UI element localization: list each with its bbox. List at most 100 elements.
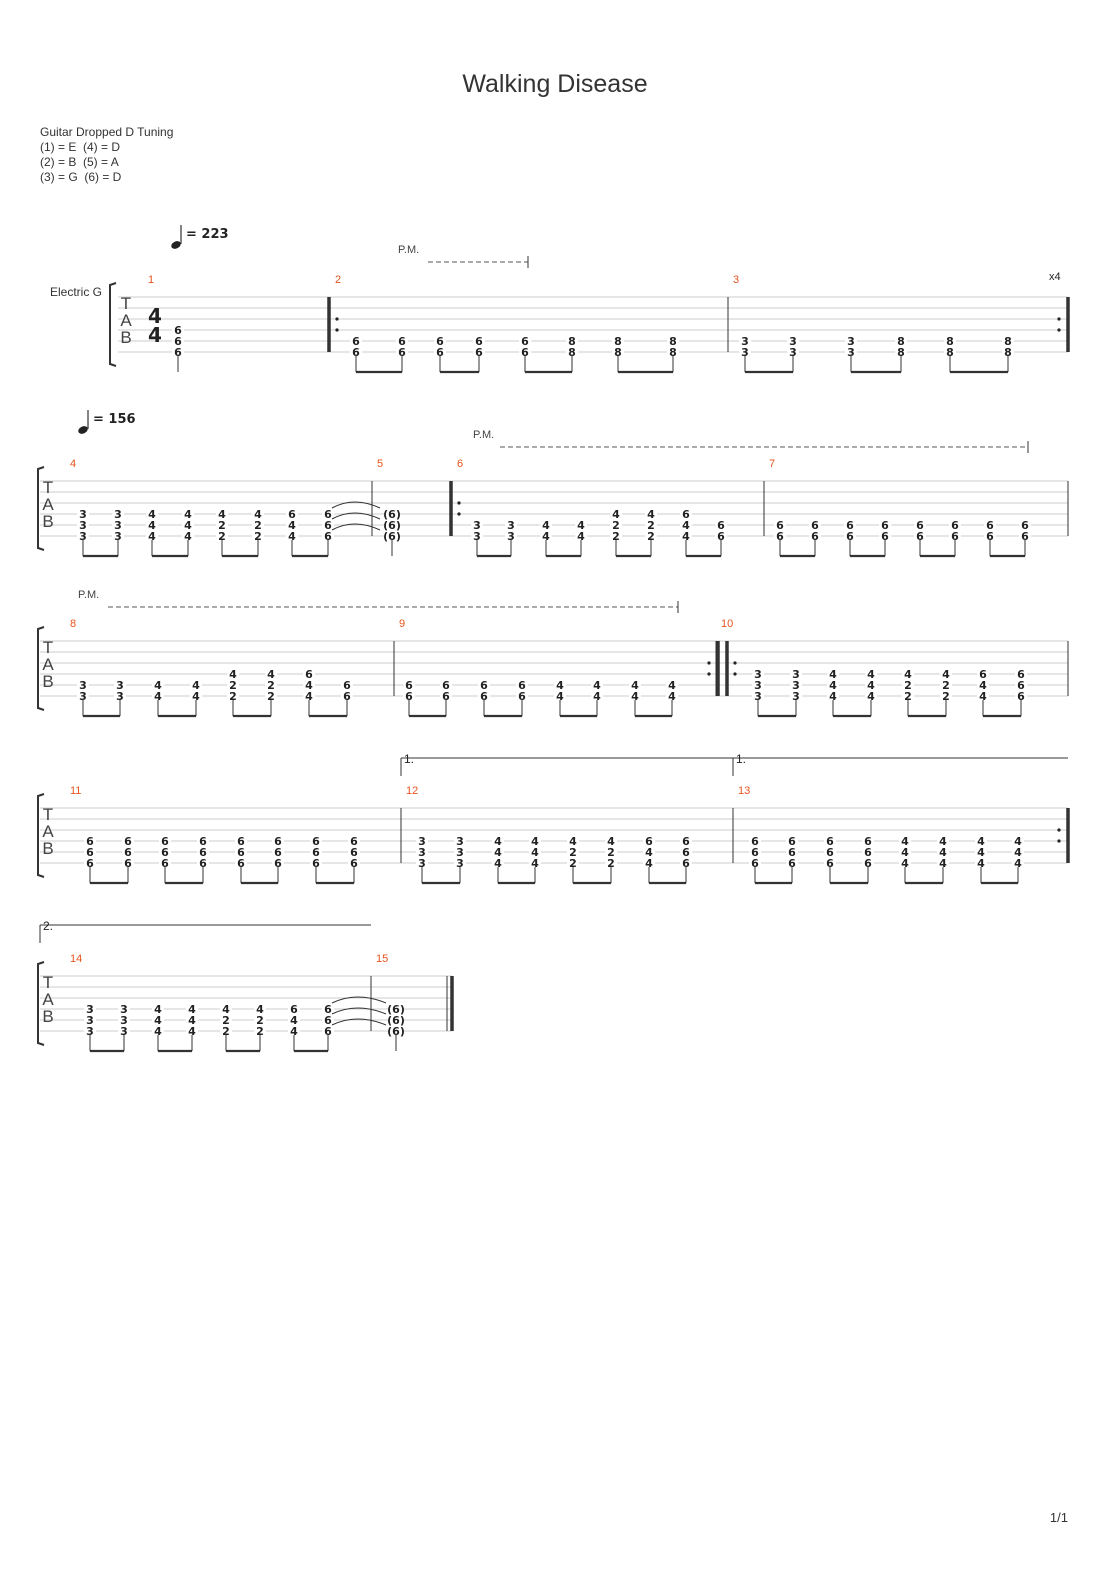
fret-background xyxy=(977,669,989,679)
fret-background xyxy=(914,520,926,530)
fret-background xyxy=(790,680,802,690)
fret-number: 6 xyxy=(682,857,690,870)
fret-background xyxy=(902,680,914,690)
fret-number: 4 xyxy=(254,508,262,521)
fret-number: 6 xyxy=(751,835,759,848)
fret-background xyxy=(197,836,209,846)
fret-background xyxy=(322,1015,334,1025)
fret-number: 4 xyxy=(612,508,620,521)
fret-background xyxy=(895,336,907,346)
tuning-line: (2) = B (5) = A xyxy=(40,155,119,169)
fret-number: 6 xyxy=(312,857,320,870)
measure-number: 5 xyxy=(377,458,383,470)
fret-background xyxy=(540,531,552,541)
fret-number: 6 xyxy=(86,835,94,848)
repeat-dot xyxy=(733,661,737,665)
fret-background xyxy=(774,531,786,541)
fret-background xyxy=(471,531,483,541)
fret-number: 4 xyxy=(577,530,585,543)
fret-background xyxy=(752,691,764,701)
fret-number: 6 xyxy=(312,846,320,859)
fret-background xyxy=(348,836,360,846)
fret-background xyxy=(899,858,911,868)
fret-background xyxy=(254,1015,266,1025)
repeat-dot xyxy=(733,672,737,676)
fret-number: 6 xyxy=(124,857,132,870)
fret-number: 4 xyxy=(607,835,615,848)
tab-clef-letter: T xyxy=(43,478,53,497)
fret-number: 4 xyxy=(188,1025,196,1038)
measure-number: 13 xyxy=(738,785,750,797)
fret-number: 3 xyxy=(789,335,797,348)
fret-background xyxy=(159,836,171,846)
fret-background xyxy=(610,531,622,541)
fret-background xyxy=(554,691,566,701)
fret-background xyxy=(471,520,483,530)
fret-number: 6 xyxy=(1017,679,1025,692)
fret-background xyxy=(591,691,603,701)
fret-background xyxy=(478,691,490,701)
fret-background xyxy=(220,1004,232,1014)
fret-background xyxy=(84,1004,96,1014)
measure-number: 12 xyxy=(406,785,418,797)
fret-number: 6 xyxy=(324,508,332,521)
fret-background xyxy=(895,347,907,357)
fret-background xyxy=(286,520,298,530)
fret-background xyxy=(84,1026,96,1036)
fret-background xyxy=(899,847,911,857)
fret-number: 6 xyxy=(324,1025,332,1038)
fret-background xyxy=(473,336,485,346)
fret-number: 2 xyxy=(267,679,275,692)
fret-background xyxy=(865,669,877,679)
fret-number: 6 xyxy=(979,668,987,681)
fret-number: 6 xyxy=(682,846,690,859)
fret-background xyxy=(172,347,184,357)
fret-background xyxy=(84,858,96,868)
fret-background xyxy=(286,509,298,519)
fret-background xyxy=(390,1026,402,1036)
fret-number: 3 xyxy=(120,1014,128,1027)
fret-number: 6 xyxy=(174,346,182,359)
fret-background xyxy=(529,858,541,868)
fret-number: 6 xyxy=(986,519,994,532)
fret-number: 8 xyxy=(669,335,677,348)
fret-number: 6 xyxy=(951,519,959,532)
measure-number: 15 xyxy=(376,953,388,965)
fret-background xyxy=(152,1015,164,1025)
fret-number: 6 xyxy=(826,835,834,848)
fret-background xyxy=(1015,669,1027,679)
fret-background xyxy=(84,836,96,846)
fret-number: 4 xyxy=(977,835,985,848)
fret-background xyxy=(529,847,541,857)
fret-number: 4 xyxy=(556,690,564,703)
fret-background xyxy=(146,520,158,530)
fret-background xyxy=(1019,531,1031,541)
fret-background xyxy=(1015,691,1027,701)
fret-background xyxy=(575,531,587,541)
fret-number: 8 xyxy=(897,335,905,348)
tab-clef-letter: B xyxy=(120,328,131,347)
tie-arc xyxy=(331,512,381,520)
fret-number: 6 xyxy=(864,857,872,870)
measure-number: 14 xyxy=(70,953,82,965)
fret-background xyxy=(84,847,96,857)
fret-number: 4 xyxy=(939,857,947,870)
fret-background xyxy=(505,520,517,530)
fret-number: 6 xyxy=(305,668,313,681)
fret-background xyxy=(790,691,802,701)
fret-number: 6 xyxy=(811,519,819,532)
fret-background xyxy=(944,336,956,346)
fret-background xyxy=(605,836,617,846)
fret-background xyxy=(390,1015,402,1025)
measure-number: 6 xyxy=(457,458,463,470)
fret-background xyxy=(416,836,428,846)
fret-number: 2 xyxy=(904,690,912,703)
fret-background xyxy=(975,858,987,868)
palm-mute-label: P.M. xyxy=(473,429,494,441)
fret-background xyxy=(567,847,579,857)
fret-number: 2 xyxy=(612,530,620,543)
fret-background xyxy=(612,347,624,357)
fret-background xyxy=(529,836,541,846)
fret-number: 3 xyxy=(456,857,464,870)
fret-background xyxy=(152,680,164,690)
